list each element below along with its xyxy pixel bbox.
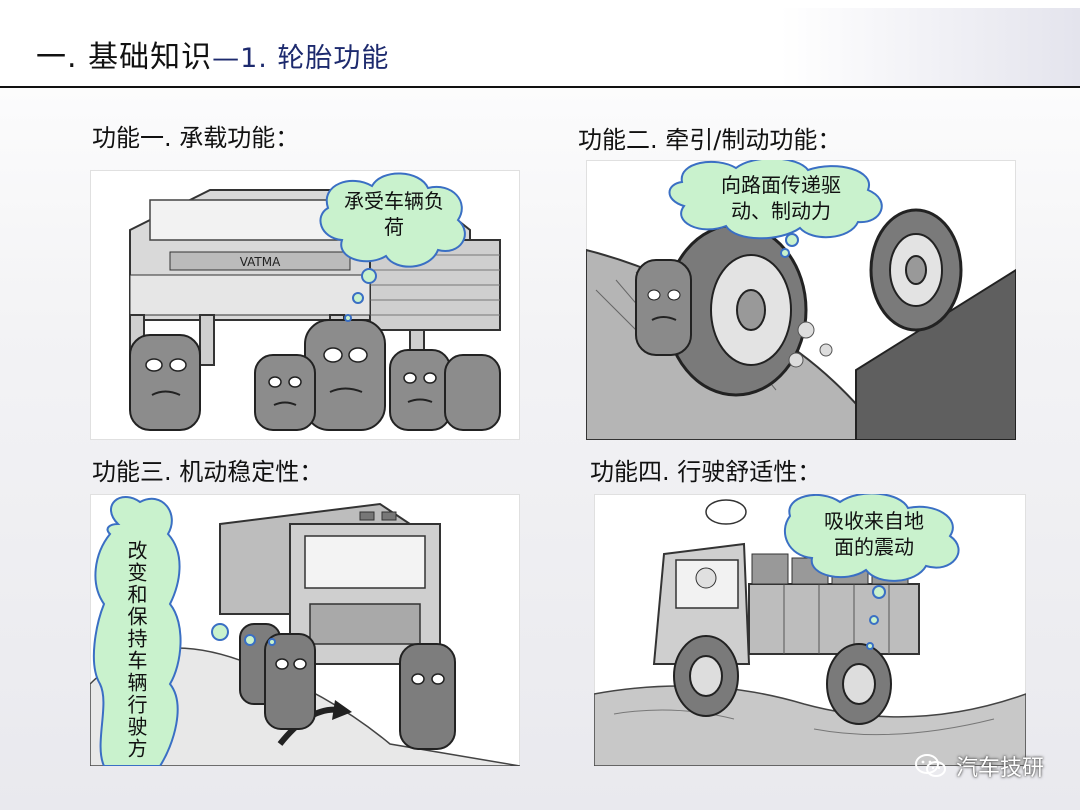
section-label-load: 功能一. 承载功能：: [92, 124, 300, 152]
beer-truck-illustration: [594, 494, 1026, 766]
illustration-stability: 改变和保持车辆行驶方: [90, 494, 520, 766]
header-decoration: [780, 8, 1080, 86]
section-label-comfort: 功能四. 行驶舒适性：: [590, 458, 822, 486]
speech-bubble-load: [319, 172, 466, 322]
bus-lifted-by-tires-illustration: VATMA: [129, 172, 501, 431]
bubble-text-stability: 改变和保持车辆行驶方: [124, 540, 148, 760]
bubble-text-traction: 向路面传递驱动、制动力: [721, 173, 841, 223]
slide-header: 一. 基础知识—1. 轮胎功能: [0, 0, 1080, 88]
wechat-icon: [914, 753, 948, 779]
illustration-traction-braking: 向路面传递驱动、制动力: [586, 160, 1016, 440]
section-label-traction: 功能二. 牵引/制动功能：: [578, 126, 842, 154]
section-label-stability: 功能三. 机动稳定性：: [92, 458, 324, 486]
page-title: 一. 基础知识—1. 轮胎功能: [36, 32, 389, 76]
illustration-load-bearing: VATMA: [90, 170, 520, 440]
watermark: 汽车技研: [914, 750, 1044, 782]
title-main: 一. 基础知识: [36, 40, 213, 75]
tires-pushing-road-illustration: [586, 160, 1016, 440]
title-sub: —1. 轮胎功能: [212, 43, 390, 74]
bubble-text-load: 承受车辆负荷: [344, 189, 444, 239]
header-divider: [0, 86, 1080, 88]
bubble-text-comfort: 吸收来自地面的震动: [824, 509, 924, 559]
illustration-ride-comfort: 吸收来自地面的震动: [594, 494, 1026, 766]
truck-turning-illustration: [90, 496, 520, 766]
watermark-text: 汽车技研: [955, 756, 1044, 781]
svg-text:VATMA: VATMA: [240, 255, 281, 269]
